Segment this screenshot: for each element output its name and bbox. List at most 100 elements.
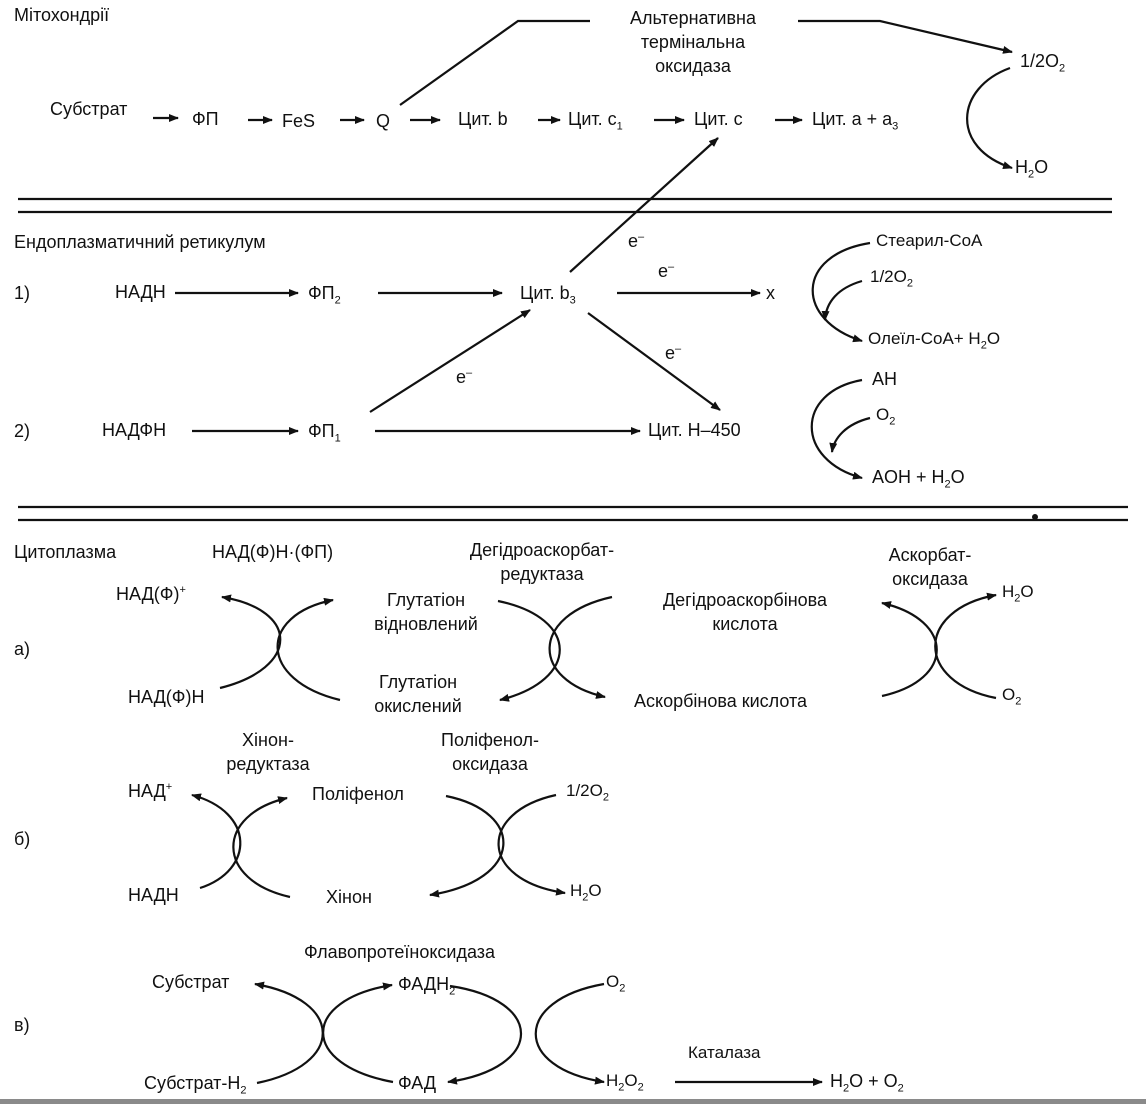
h2o-sub: 2 — [582, 891, 589, 904]
node-half-o2: 1/2O2 — [1020, 52, 1065, 75]
node-o2-cyto-c: O2 — [606, 973, 625, 994]
node-cyt-c1: Цит. c1 — [568, 110, 623, 133]
curve-stearyl-oleyl — [811, 241, 871, 343]
h2o-h: H — [1002, 582, 1015, 601]
speck-dot — [1032, 514, 1038, 520]
row-label-a: а) — [14, 639, 31, 659]
node-nadh-er: НАДН — [115, 282, 166, 302]
electron-e: e — [665, 343, 676, 363]
h2o-o: O — [588, 881, 602, 900]
nad-plus-base: НАД — [128, 781, 166, 801]
node-quinone: Хінон — [326, 887, 372, 907]
arrow-cytb3-p450 — [587, 312, 721, 411]
node-h2o2: H2O2 — [606, 1072, 644, 1093]
electron-e: e — [658, 261, 669, 281]
enzyme-dha-reductase: Дегідроаскорбат- редуктаза — [469, 540, 615, 584]
enzyme-ascorbate-oxidase: Аскорбат- оксидаза — [888, 545, 972, 589]
aoh-end: O — [950, 467, 965, 487]
node-fp2: ФП2 — [308, 284, 341, 307]
products-sub1: 2 — [843, 1082, 850, 1095]
curve-dha-to-asc — [548, 595, 613, 699]
curve-nadph-to-nadpplus — [219, 594, 282, 690]
section-title-er: Ендоплазматичний ретикулум — [14, 232, 266, 252]
node-dehydroascorbic-acid: Дегідроаскорбінова кислота — [662, 590, 828, 634]
node-cyt-c1-sub: 1 — [616, 120, 623, 133]
o2-sub: 2 — [619, 982, 626, 995]
curve-quinone-to-polyphenol — [232, 796, 291, 899]
node-fes: FeS — [282, 111, 316, 131]
node-nadph-cyto: НАД(Ф)Н — [128, 687, 205, 707]
electron-charge: – — [675, 343, 682, 355]
enzyme-flavoprotein-oxidase: Флавопротеїноксидаза — [304, 942, 496, 962]
node-glutathione-reduced: Глутатіон відновлений — [374, 590, 478, 634]
node-h2o-cyto-b: H2O — [570, 882, 602, 903]
curve-ah-aoh — [810, 378, 863, 480]
cyt-b3-base: Цит. b — [520, 283, 570, 303]
h2o2-sub1: 2 — [618, 1081, 625, 1094]
node-ascorbic-acid: Аскорбінова кислота — [634, 691, 808, 711]
o2-base: O — [1002, 685, 1016, 704]
curve-o2-in — [829, 416, 871, 453]
node-cyt-c: Цит. c — [694, 109, 743, 129]
curve-substrateh2-to-substrate — [254, 981, 324, 1085]
node-cyt-p450: Цит. Н–450 — [648, 420, 741, 440]
curve-nadh-to-nadplus — [191, 793, 242, 890]
node-half-o2-base: 1/2O — [1020, 51, 1060, 71]
node-fadh2: ФАДH2 — [398, 975, 455, 998]
node-substrate-cyto: Субстрат — [152, 972, 230, 992]
substrate-h2-base: Субстрат-H — [144, 1073, 241, 1093]
node-h2o-mito: H2O — [1015, 158, 1048, 181]
node-nadh-cyto: НАДН — [128, 885, 179, 905]
h2o-o: O — [1020, 582, 1034, 601]
curve-asc-to-dha — [881, 601, 938, 698]
h2o-sub: 2 — [1028, 168, 1035, 181]
electron-e: e — [628, 231, 639, 251]
nadp-plus-sup: + — [179, 584, 186, 596]
arrow-fp1-cytb3 — [369, 309, 531, 413]
node-glutathione-oxidized: Глутатіон окислений — [374, 672, 462, 716]
o2-base: O — [876, 405, 890, 424]
curve-fad-to-fadh2 — [322, 982, 394, 1084]
curve-o2-to-h2o-b — [497, 793, 566, 896]
curve-o2-to-h2o-a — [934, 592, 997, 700]
node-nad-plus: НАД+ — [128, 781, 172, 801]
node-fp1: ФП1 — [308, 422, 341, 445]
node-nadph-er: НАДФН — [102, 420, 167, 440]
electron-label-4: e– — [456, 368, 472, 387]
half-o2-sub: 2 — [602, 791, 609, 804]
fadh2-sub: 2 — [449, 985, 456, 998]
label-alternative-oxidase: Альтернативна термінальна оксидаза — [630, 8, 756, 76]
curve-halfo2-in — [821, 279, 863, 321]
fp2-sub: 2 — [334, 294, 341, 307]
h2o2-h: H — [606, 1071, 619, 1090]
row-label-b: б) — [14, 829, 31, 849]
o2-base: O — [606, 972, 620, 991]
row-label-1: 1) — [14, 283, 31, 303]
node-nadp-plus: НАД(Ф)+ — [116, 584, 186, 604]
node-h2o-cyto-a: H2O — [1002, 583, 1034, 604]
aoh-sub: 2 — [944, 478, 951, 491]
row-label-c: в) — [14, 1015, 30, 1035]
half-o2-base: 1/2O — [870, 267, 907, 286]
electron-charge: – — [668, 261, 675, 273]
node-q: Q — [376, 111, 391, 131]
h2o-h: H — [1015, 157, 1028, 177]
products-h: H — [830, 1071, 843, 1091]
node-fp: ФП — [192, 109, 219, 129]
oleyl-end: O — [986, 329, 1001, 348]
fp2-base: ФП — [308, 283, 335, 303]
aoh-base: AOH + H — [872, 467, 945, 487]
node-aoh-h2o: AOH + H2O — [872, 468, 965, 491]
enzyme-catalase: Каталаза — [688, 1043, 761, 1062]
h2o-h: H — [570, 881, 583, 900]
node-cyt-aa3-sub: 3 — [892, 120, 899, 133]
node-stearyl-coa: Стеарил-СоА — [876, 231, 983, 250]
node-half-o2-cyto-b: 1/2O2 — [566, 782, 609, 803]
electron-charge: – — [638, 231, 645, 243]
alt-oxidase-line-left — [399, 19, 590, 106]
node-cyt-aa3-base: Цит. a + a — [812, 109, 893, 129]
electron-label-1: e– — [628, 231, 645, 251]
enzyme-quinone-reductase: Хінон- редуктаза — [226, 730, 310, 774]
